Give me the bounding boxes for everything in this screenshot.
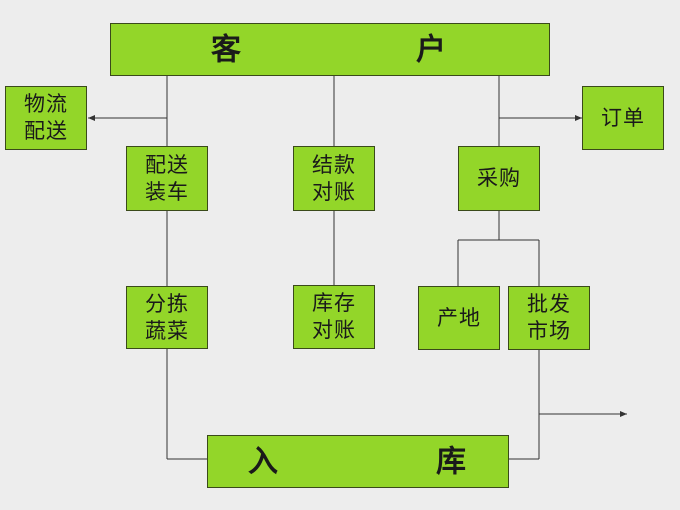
- customer-box: 客 户: [110, 23, 550, 76]
- delivery-label-2: 装车: [145, 179, 189, 204]
- delivery-label-1: 配送: [145, 152, 189, 177]
- logistics-label-1: 物流: [24, 92, 68, 116]
- purchase-box: 采购: [458, 146, 540, 211]
- sorting-box: 分拣蔬菜: [126, 286, 208, 349]
- customer-label-right: 户: [416, 32, 447, 67]
- warehouse-label-right: 库: [436, 444, 467, 479]
- inventory-label-1: 库存: [312, 291, 356, 315]
- warehouse-box: 入 库: [207, 435, 509, 488]
- sorting-label-2: 蔬菜: [145, 318, 189, 343]
- settlement-label-2: 对账: [312, 179, 356, 204]
- delivery-box: 配送装车: [126, 146, 208, 211]
- wholesale-box: 批发市场: [508, 286, 590, 350]
- wholesale-label-2: 市场: [527, 319, 571, 343]
- wholesale-label-1: 批发: [527, 292, 571, 316]
- purchase-label: 采购: [477, 166, 521, 190]
- inventory-label-2: 对账: [312, 318, 356, 342]
- origin-box: 产地: [418, 286, 500, 350]
- order-box: 订单: [582, 86, 664, 150]
- inventory-box: 库存对账: [293, 285, 375, 349]
- order-label: 订单: [601, 105, 645, 130]
- warehouse-label-left: 入: [248, 444, 279, 479]
- sorting-label-1: 分拣: [145, 291, 189, 316]
- logistics-label-2: 配送: [24, 119, 68, 143]
- origin-label: 产地: [437, 305, 481, 330]
- settlement-label-1: 结款: [312, 152, 356, 177]
- logistics-box: 物流配送: [5, 86, 87, 150]
- settlement-box: 结款对账: [293, 146, 375, 211]
- customer-label-left: 客: [211, 32, 242, 67]
